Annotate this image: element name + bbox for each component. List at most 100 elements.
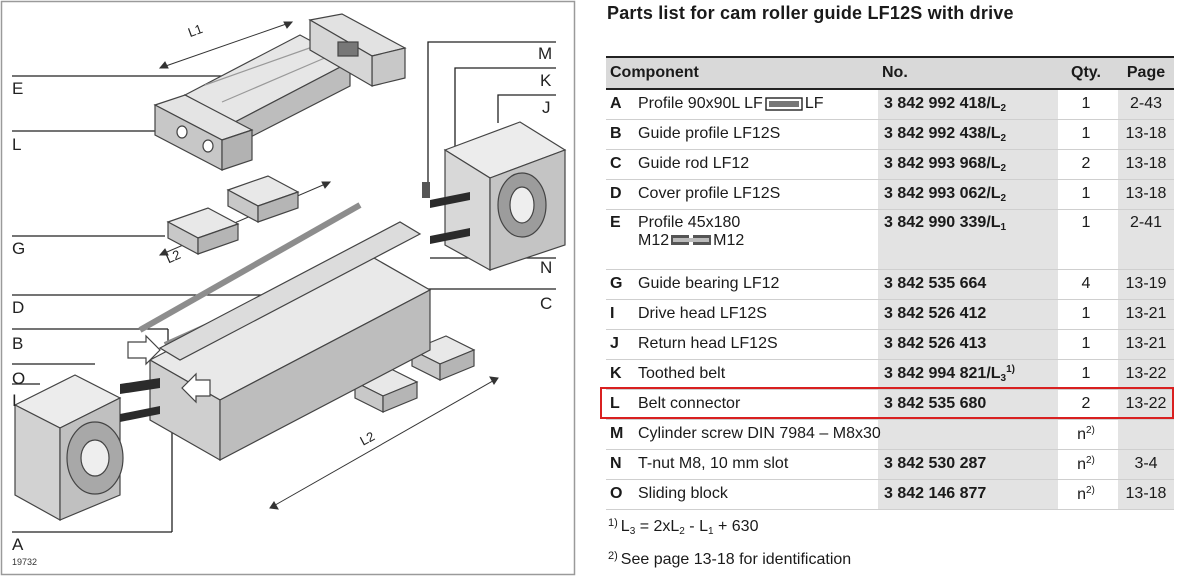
page-reference: 13-18 [1118, 119, 1174, 150]
callout-l: L [12, 135, 22, 154]
page-reference: 2-43 [1118, 89, 1174, 120]
component-suffix: M12 [713, 231, 745, 249]
quantity-cell: n2) [1058, 419, 1114, 450]
part-number-cell: 3 842 993 968/L2 [878, 149, 1058, 180]
quantity-footnote: 2) [1086, 454, 1095, 466]
component-letter: K [606, 359, 634, 390]
component-letter: M [606, 419, 634, 450]
quantity: n [1077, 485, 1086, 503]
drive-head-drawing [13, 374, 124, 522]
part-number-cell: 3 842 146 877 [878, 479, 1058, 510]
part-number-subscript: 2 [1000, 162, 1007, 174]
part-number-cell: 3 842 526 413 [878, 329, 1058, 360]
guide-profile-drawing [138, 202, 432, 462]
footnote-text: See page 13-18 for identification [620, 551, 852, 568]
exploded-assembly-drawing: M K J E L G N D C B O I A L1 L2 L2 19732 [0, 0, 580, 577]
page-reference: 13-18 [1118, 479, 1174, 510]
quantity-cell: 1 [1058, 299, 1114, 330]
component-letter: E [606, 209, 634, 270]
part-number: 3 842 535 664 [884, 275, 987, 292]
quantity-footnote: 2) [1086, 424, 1095, 436]
footnote-1: 1)L3 = 2xL2 - L1 + 630 [608, 517, 759, 537]
part-number-cell: 3 842 992 438/L2 [878, 119, 1058, 150]
quantity: 1 [1081, 95, 1091, 113]
quantity-cell: 2 [1058, 149, 1114, 180]
callout-k: K [540, 71, 552, 90]
callout-g: G [12, 239, 26, 258]
footnote-mark: 1) [608, 517, 618, 529]
callout-d: D [12, 298, 25, 317]
page-reference: 13-22 [1118, 359, 1174, 390]
footnote-2: 2)See page 13-18 for identification [608, 544, 851, 572]
component-letter: I [606, 299, 634, 330]
belt-connector-l-drawing [153, 94, 254, 171]
quantity-cell: 1 [1058, 89, 1114, 120]
part-number-cell: 3 842 994 821/L31) [878, 359, 1058, 390]
page-reference: 13-22 [1118, 389, 1174, 420]
part-number-cell: 3 842 990 339/L1 [878, 209, 1058, 270]
quantity-footnote: 2) [1086, 484, 1095, 496]
quantity-cell: 1 [1058, 119, 1114, 150]
component-cell: Cylinder screw DIN 7984 – M8x30 [634, 419, 881, 450]
guide-bearing-drawing [166, 175, 476, 413]
figure-number: 19732 [12, 557, 38, 567]
quantity: 2 [1081, 395, 1091, 412]
component-cell: Return head LF12S [634, 329, 874, 360]
component-letter: G [606, 269, 634, 300]
callout-i: I [12, 391, 17, 410]
callout-b: B [12, 334, 24, 353]
page-reference: 13-21 [1118, 299, 1174, 330]
component-cell: Drive head LF12S [634, 299, 874, 330]
quantity: 1 [1081, 305, 1091, 322]
part-number-subscript: 2 [1000, 102, 1007, 114]
component-letter: N [606, 449, 634, 480]
component-name: Drive head LF12S [638, 305, 767, 322]
quantity-cell: 1 [1058, 359, 1114, 390]
callout-c: C [540, 294, 553, 313]
assembly-illustration [0, 0, 576, 576]
quantity: 1 [1081, 125, 1091, 142]
part-number-footnote: 1) [1006, 364, 1016, 375]
part-number-cell: 3 842 993 062/L2 [878, 179, 1058, 210]
page-reference: 13-18 [1118, 149, 1174, 180]
part-number: 3 842 535 680 [884, 395, 987, 412]
part-number-cell: 3 842 526 412 [878, 299, 1058, 330]
component-letter: A [606, 89, 634, 120]
component-cell: Guide rod LF12 [634, 149, 874, 180]
part-number: 3 842 994 821/L [884, 365, 1001, 382]
part-number: 3 842 993 968/L [884, 154, 1001, 172]
callout-m: M [538, 44, 553, 63]
part-number: 3 842 992 438/L [884, 124, 1001, 142]
page-reference: 3-4 [1118, 449, 1174, 480]
header-component: Component [606, 56, 874, 90]
component-letter: J [606, 329, 634, 360]
component-name-line2: M12 [638, 231, 670, 249]
component-letter: D [606, 179, 634, 210]
quantity: 4 [1081, 275, 1091, 292]
table-title: Parts list for cam roller guide LF12S wi… [607, 3, 1014, 23]
part-number-cell: 3 842 535 680 [878, 389, 1058, 420]
component-name: Guide profile LF12S [638, 125, 781, 142]
footnotes: 1)L3 = 2xL2 - L1 + 630 2)See page 13-18 … [608, 511, 851, 572]
component-cell: Sliding block [634, 479, 874, 510]
quantity: 1 [1081, 185, 1091, 202]
header-page: Page [1118, 56, 1174, 90]
quantity-cell: 1 [1058, 179, 1114, 210]
page-reference [1118, 419, 1174, 450]
part-number: 3 842 146 877 [884, 485, 987, 502]
component-name: T-nut M8, 10 mm slot [638, 455, 789, 472]
quantity-cell: n2) [1058, 479, 1114, 510]
callout-a: A [12, 535, 24, 554]
component-suffix: LF [804, 95, 824, 113]
component-cell: Guide bearing LF12 [634, 269, 874, 300]
